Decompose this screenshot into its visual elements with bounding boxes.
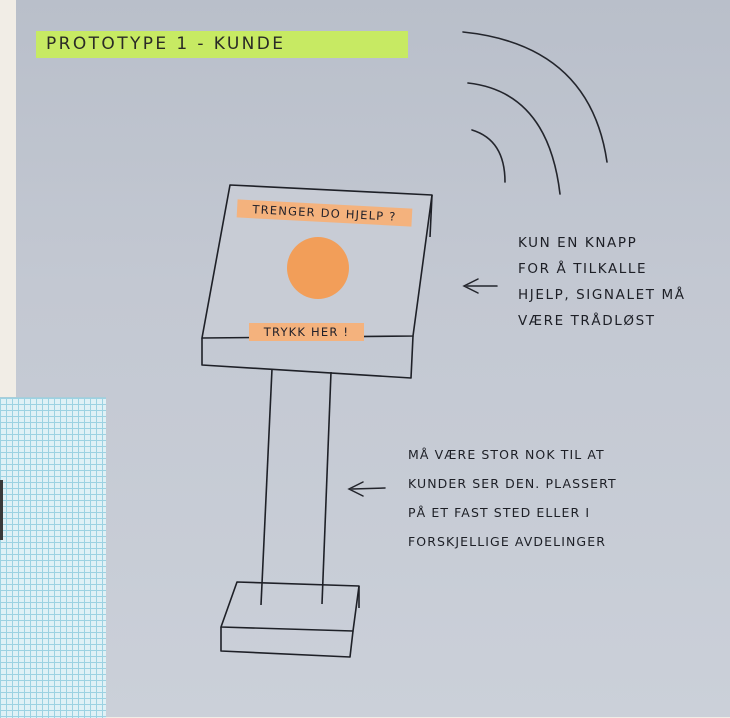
note-line: FORSKJELLIGE AVDELINGER xyxy=(408,527,708,556)
kiosk-base xyxy=(221,582,359,657)
screen-bottom-label: TRYKK HER ! xyxy=(249,323,364,341)
note-line: MÅ VÆRE STOR NOK TIL AT xyxy=(408,440,708,469)
note-line: PÅ ET FAST STED ELLER I xyxy=(408,498,708,527)
note-line: KUN EN KNAPP xyxy=(518,230,718,256)
note-line: FOR Å TILKALLE xyxy=(518,256,718,282)
arrow-left-icon xyxy=(464,279,497,293)
note-line: KUNDER SER DEN. PLASSERT xyxy=(408,469,708,498)
arrow-left-icon xyxy=(349,482,385,496)
kiosk-pillar xyxy=(261,369,331,605)
note-line: HJELP, SIGNALET MÅ xyxy=(518,282,718,308)
button-note: KUN EN KNAPP FOR Å TILKALLE HJELP, SIGNA… xyxy=(518,230,718,334)
help-button xyxy=(287,237,349,299)
wireless-signal-icon xyxy=(463,32,607,194)
note-line: VÆRE TRÅDLØST xyxy=(518,308,718,334)
stand-note: MÅ VÆRE STOR NOK TIL AT KUNDER SER DEN. … xyxy=(408,440,708,556)
